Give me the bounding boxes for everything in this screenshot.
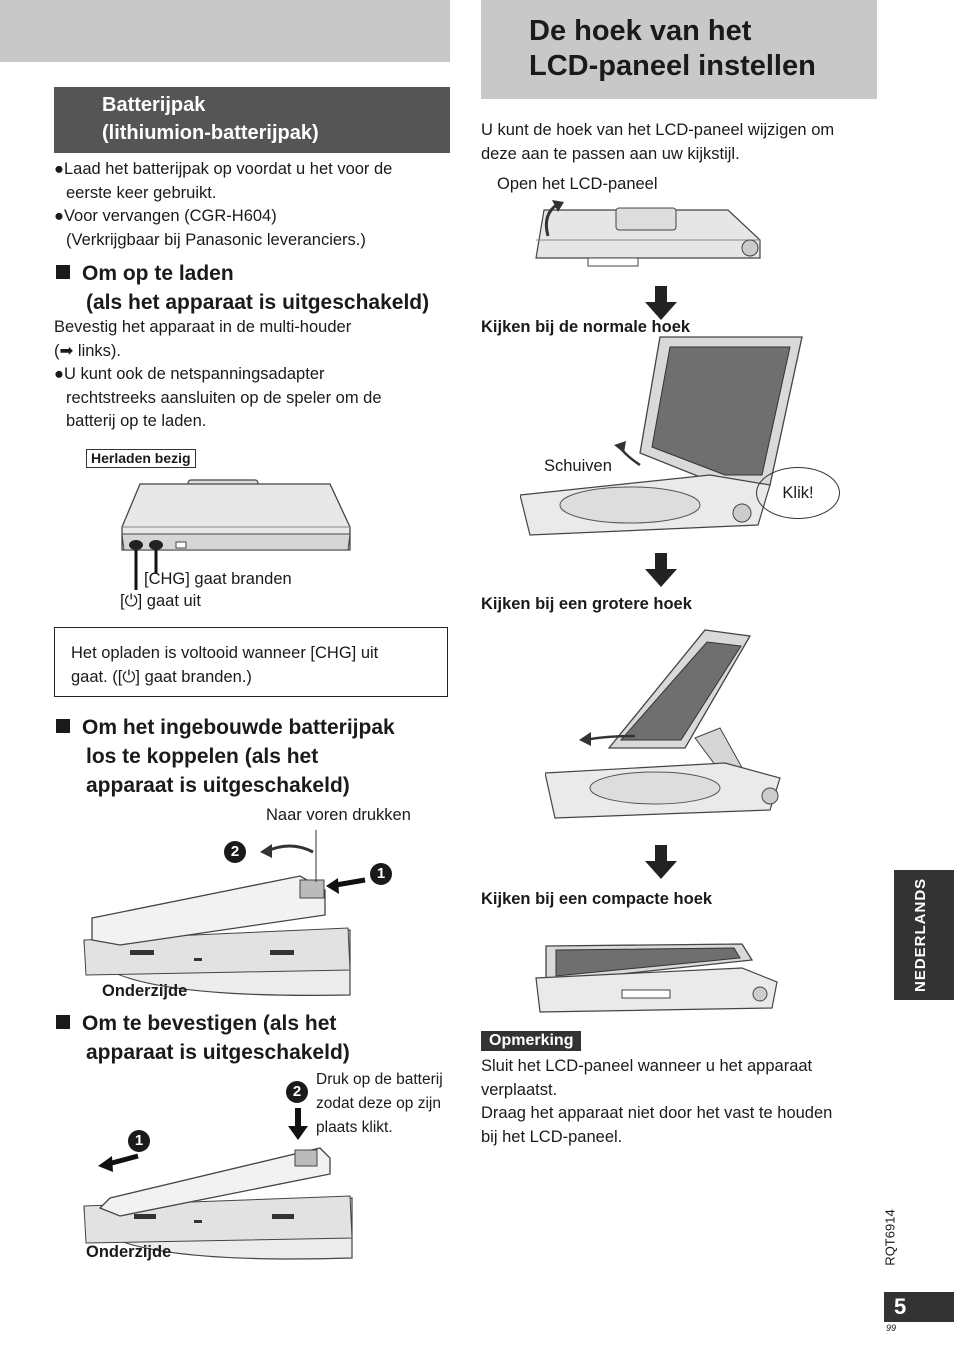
larger-angle-illustration [545, 629, 781, 819]
normal-angle-illustration [520, 336, 803, 536]
larger-angle-label: Kijken bij een grotere hoek [481, 595, 692, 613]
square-bullet-icon [56, 719, 70, 733]
chg-indicator-icon [129, 540, 143, 550]
down-arrow-icon [645, 553, 677, 587]
charging-label: Herladen bezig [86, 449, 196, 468]
square-bullet-icon [56, 265, 70, 279]
page-title: De hoek van het LCD-paneel instellen [529, 15, 816, 82]
open-lcd-label: Open het LCD-paneel [497, 175, 658, 193]
compact-angle-label: Kijken bij een compacte hoek [481, 890, 713, 908]
open-panel-illustration [535, 200, 761, 267]
detach-heading: Om het ingebouwde batterijpak los te kop… [56, 713, 456, 800]
closed-player-illustration [121, 479, 351, 590]
doc-code: RQT6914 [882, 1209, 898, 1266]
down-arrow-icon [645, 286, 677, 320]
down-arrow-icon [645, 845, 677, 879]
click-bubble: Klik! [756, 467, 840, 519]
step-2-badge: 2 [286, 1081, 308, 1103]
bottom-side-label: Onderzijde [86, 1243, 172, 1261]
power-indicator-icon [149, 540, 163, 550]
page-number-box: 5 [884, 1292, 954, 1322]
chg-caption: [CHG] gaat branden [144, 570, 292, 588]
attach-heading: Om te bevestigen (als het apparaat is ui… [56, 1009, 456, 1067]
page-sub: 99 [886, 1323, 897, 1333]
push-forward-label: Naar voren drukken [266, 806, 411, 824]
top-left-bar [0, 0, 450, 62]
step-1-badge: 1 [370, 863, 392, 885]
power-caption: [⏻] gaat uit [120, 592, 201, 610]
normal-angle-label: Kijken bij de normale hoek [481, 318, 691, 336]
step-1-badge: 1 [128, 1130, 150, 1152]
slide-label: Schuiven [544, 457, 612, 475]
battery-bullets: ●Laad het batterijpak op voordat u het v… [54, 160, 393, 249]
intro-text: U kunt de hoek van het LCD-paneel wijzig… [481, 121, 835, 163]
bottom-side-label: Onderzijde [102, 982, 188, 1000]
note-label: Opmerking [481, 1031, 582, 1051]
language-tab: NEDERLANDS [894, 870, 954, 1000]
charge-text: Bevestig het apparaat in de multi-houder… [54, 318, 382, 430]
charge-heading: Om op te laden (als het apparaat is uitg… [56, 259, 456, 317]
battery-section-header: Batterijpak (lithiumion-batterijpak) [54, 87, 450, 153]
step-2-badge: 2 [224, 841, 246, 863]
note-text: Sluit het LCD-paneel wanneer u het appar… [481, 1057, 833, 1146]
attach-battery-illustration [83, 1108, 353, 1260]
title-banner: De hoek van het LCD-paneel instellen [481, 0, 877, 99]
charge-complete-note: Het opladen is voltooid wanneer [CHG] ui… [54, 627, 448, 697]
detach-battery-illustration [83, 830, 366, 996]
square-bullet-icon [56, 1015, 70, 1029]
compact-angle-illustration [535, 943, 778, 1013]
attach-note: Druk op de batterij zodat deze op zijn p… [316, 1071, 443, 1136]
